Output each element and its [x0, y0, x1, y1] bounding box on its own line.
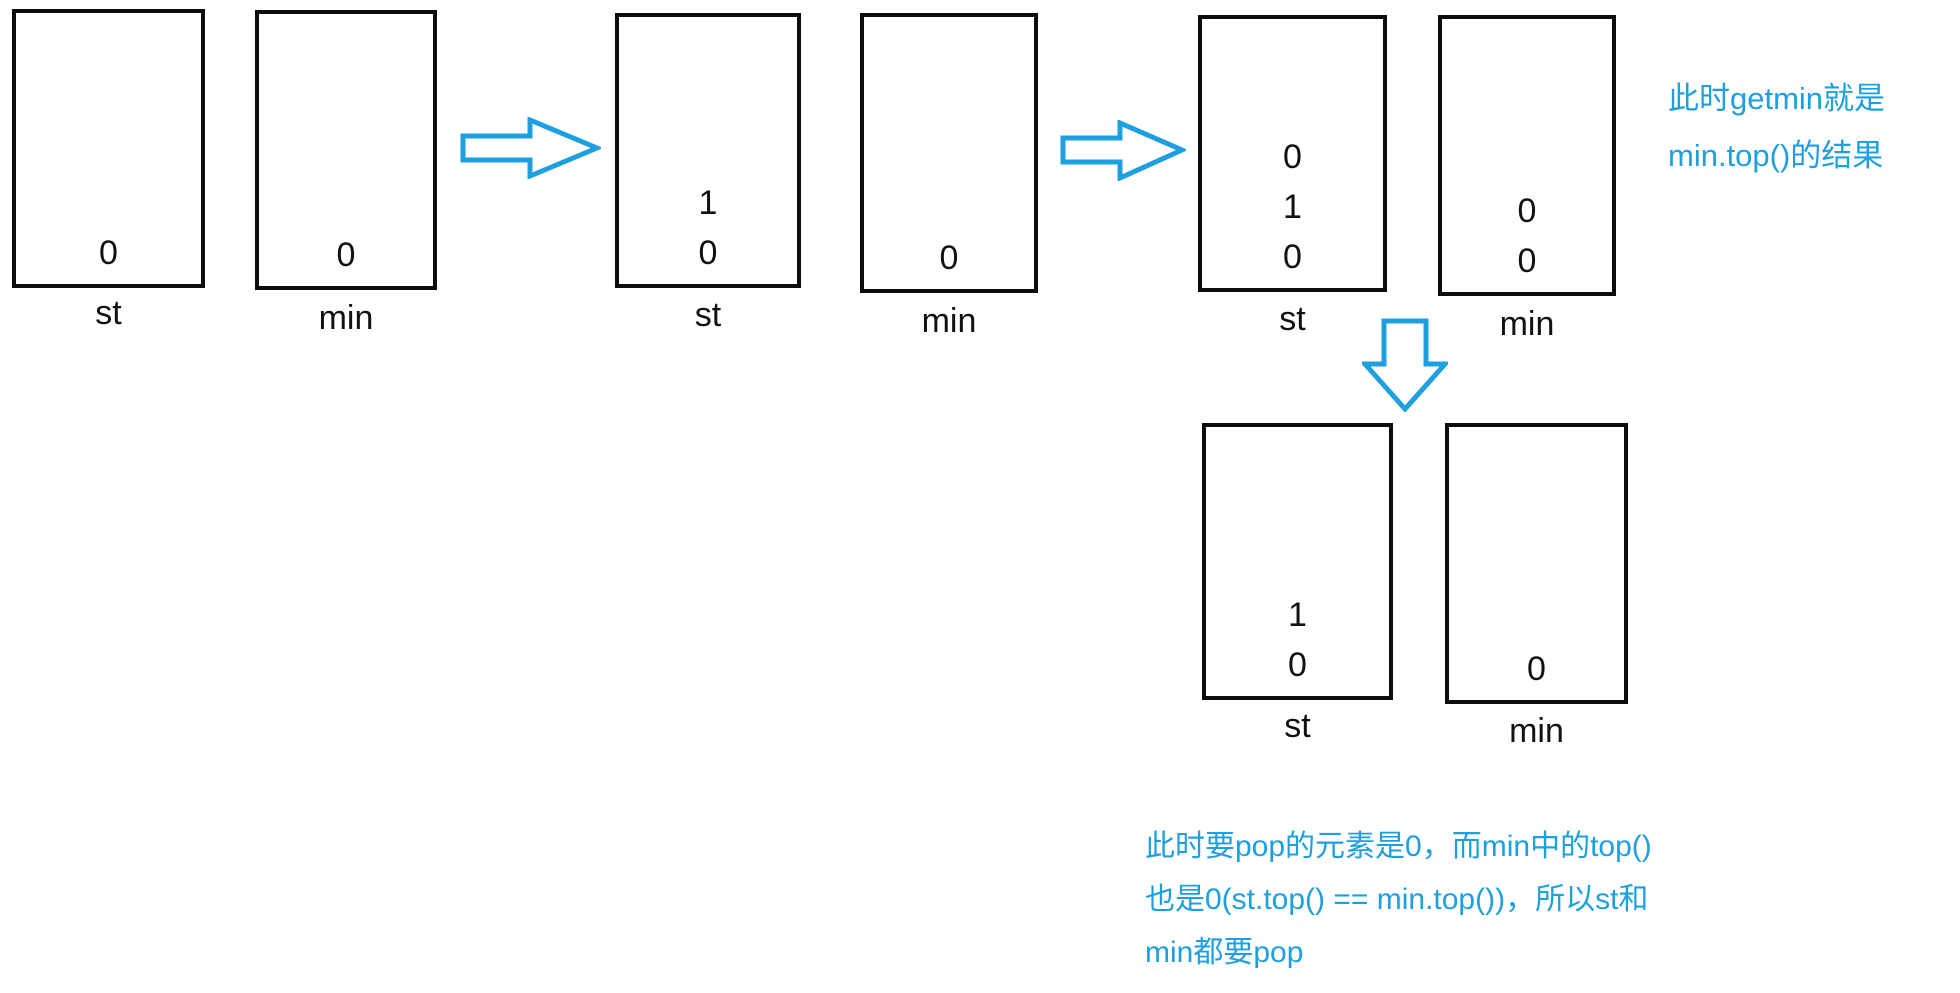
stack-value: 0 [939, 239, 959, 277]
stack-values: 0 0 [1442, 186, 1612, 286]
stack-value: 0 [336, 236, 356, 274]
stage4-min-label: min [1509, 712, 1564, 750]
stage1-min-label: min [318, 299, 374, 337]
stage4-st-label: st [1284, 707, 1311, 745]
pop-note: 此时要pop的元素是0，而min中的top() 也是0(st.top() == … [1145, 820, 1652, 979]
stack-value: 1 [698, 184, 718, 222]
stack-values: 0 [259, 230, 433, 280]
stack-value: 1 [1288, 596, 1307, 634]
stage4-min-stack-box: 0 [1445, 423, 1628, 704]
stage2-st-label: st [694, 296, 722, 334]
stack-value: 0 [1517, 242, 1537, 280]
stack-values: 0 [864, 233, 1034, 283]
stage4-st-stack-box: 1 0 [1202, 423, 1393, 700]
stack-value: 0 [698, 234, 718, 272]
stack-values: 0 1 0 [1202, 132, 1383, 282]
arrow-right-icon [460, 117, 601, 179]
stack-value: 0 [1283, 238, 1302, 276]
stack-values: 0 [16, 228, 201, 278]
stack-values: 1 0 [619, 178, 797, 278]
stage3-st-label: st [1279, 300, 1306, 338]
stage1-min-stack-box: 0 [255, 10, 437, 290]
stage1-st-stack-box: 0 [12, 9, 205, 288]
stack-value: 0 [1283, 138, 1302, 176]
getmin-note: 此时getmin就是 min.top()的结果 [1668, 70, 1885, 184]
stack-value: 0 [1527, 650, 1546, 688]
stack-value: 0 [99, 234, 118, 272]
stage3-min-stack-box: 0 0 [1438, 15, 1616, 296]
pop-note-line2: 也是0(st.top() == min.top())，所以st和 [1145, 883, 1649, 916]
stack-value: 1 [1283, 188, 1302, 226]
stage2-st-stack-box: 1 0 [615, 13, 801, 288]
getmin-note-line1: 此时getmin就是 [1668, 81, 1886, 116]
stack-value: 0 [1288, 646, 1307, 684]
getmin-note-line2: min.top()的结果 [1668, 138, 1884, 173]
stage2-min-label: min [921, 302, 977, 340]
stage2-min-stack-box: 0 [860, 13, 1038, 293]
stack-values: 1 0 [1206, 590, 1389, 690]
stack-values: 0 [1449, 644, 1624, 694]
stage3-st-stack-box: 0 1 0 [1198, 15, 1387, 292]
stack-value: 0 [1517, 192, 1537, 230]
arrow-down-icon [1362, 318, 1448, 412]
stage3-min-label: min [1499, 305, 1555, 343]
pop-note-line3: min都要pop [1145, 936, 1304, 969]
pop-note-line1: 此时要pop的元素是0，而min中的top() [1145, 830, 1652, 863]
stage1-st-label: st [95, 294, 122, 332]
arrow-right-icon [1060, 120, 1186, 181]
